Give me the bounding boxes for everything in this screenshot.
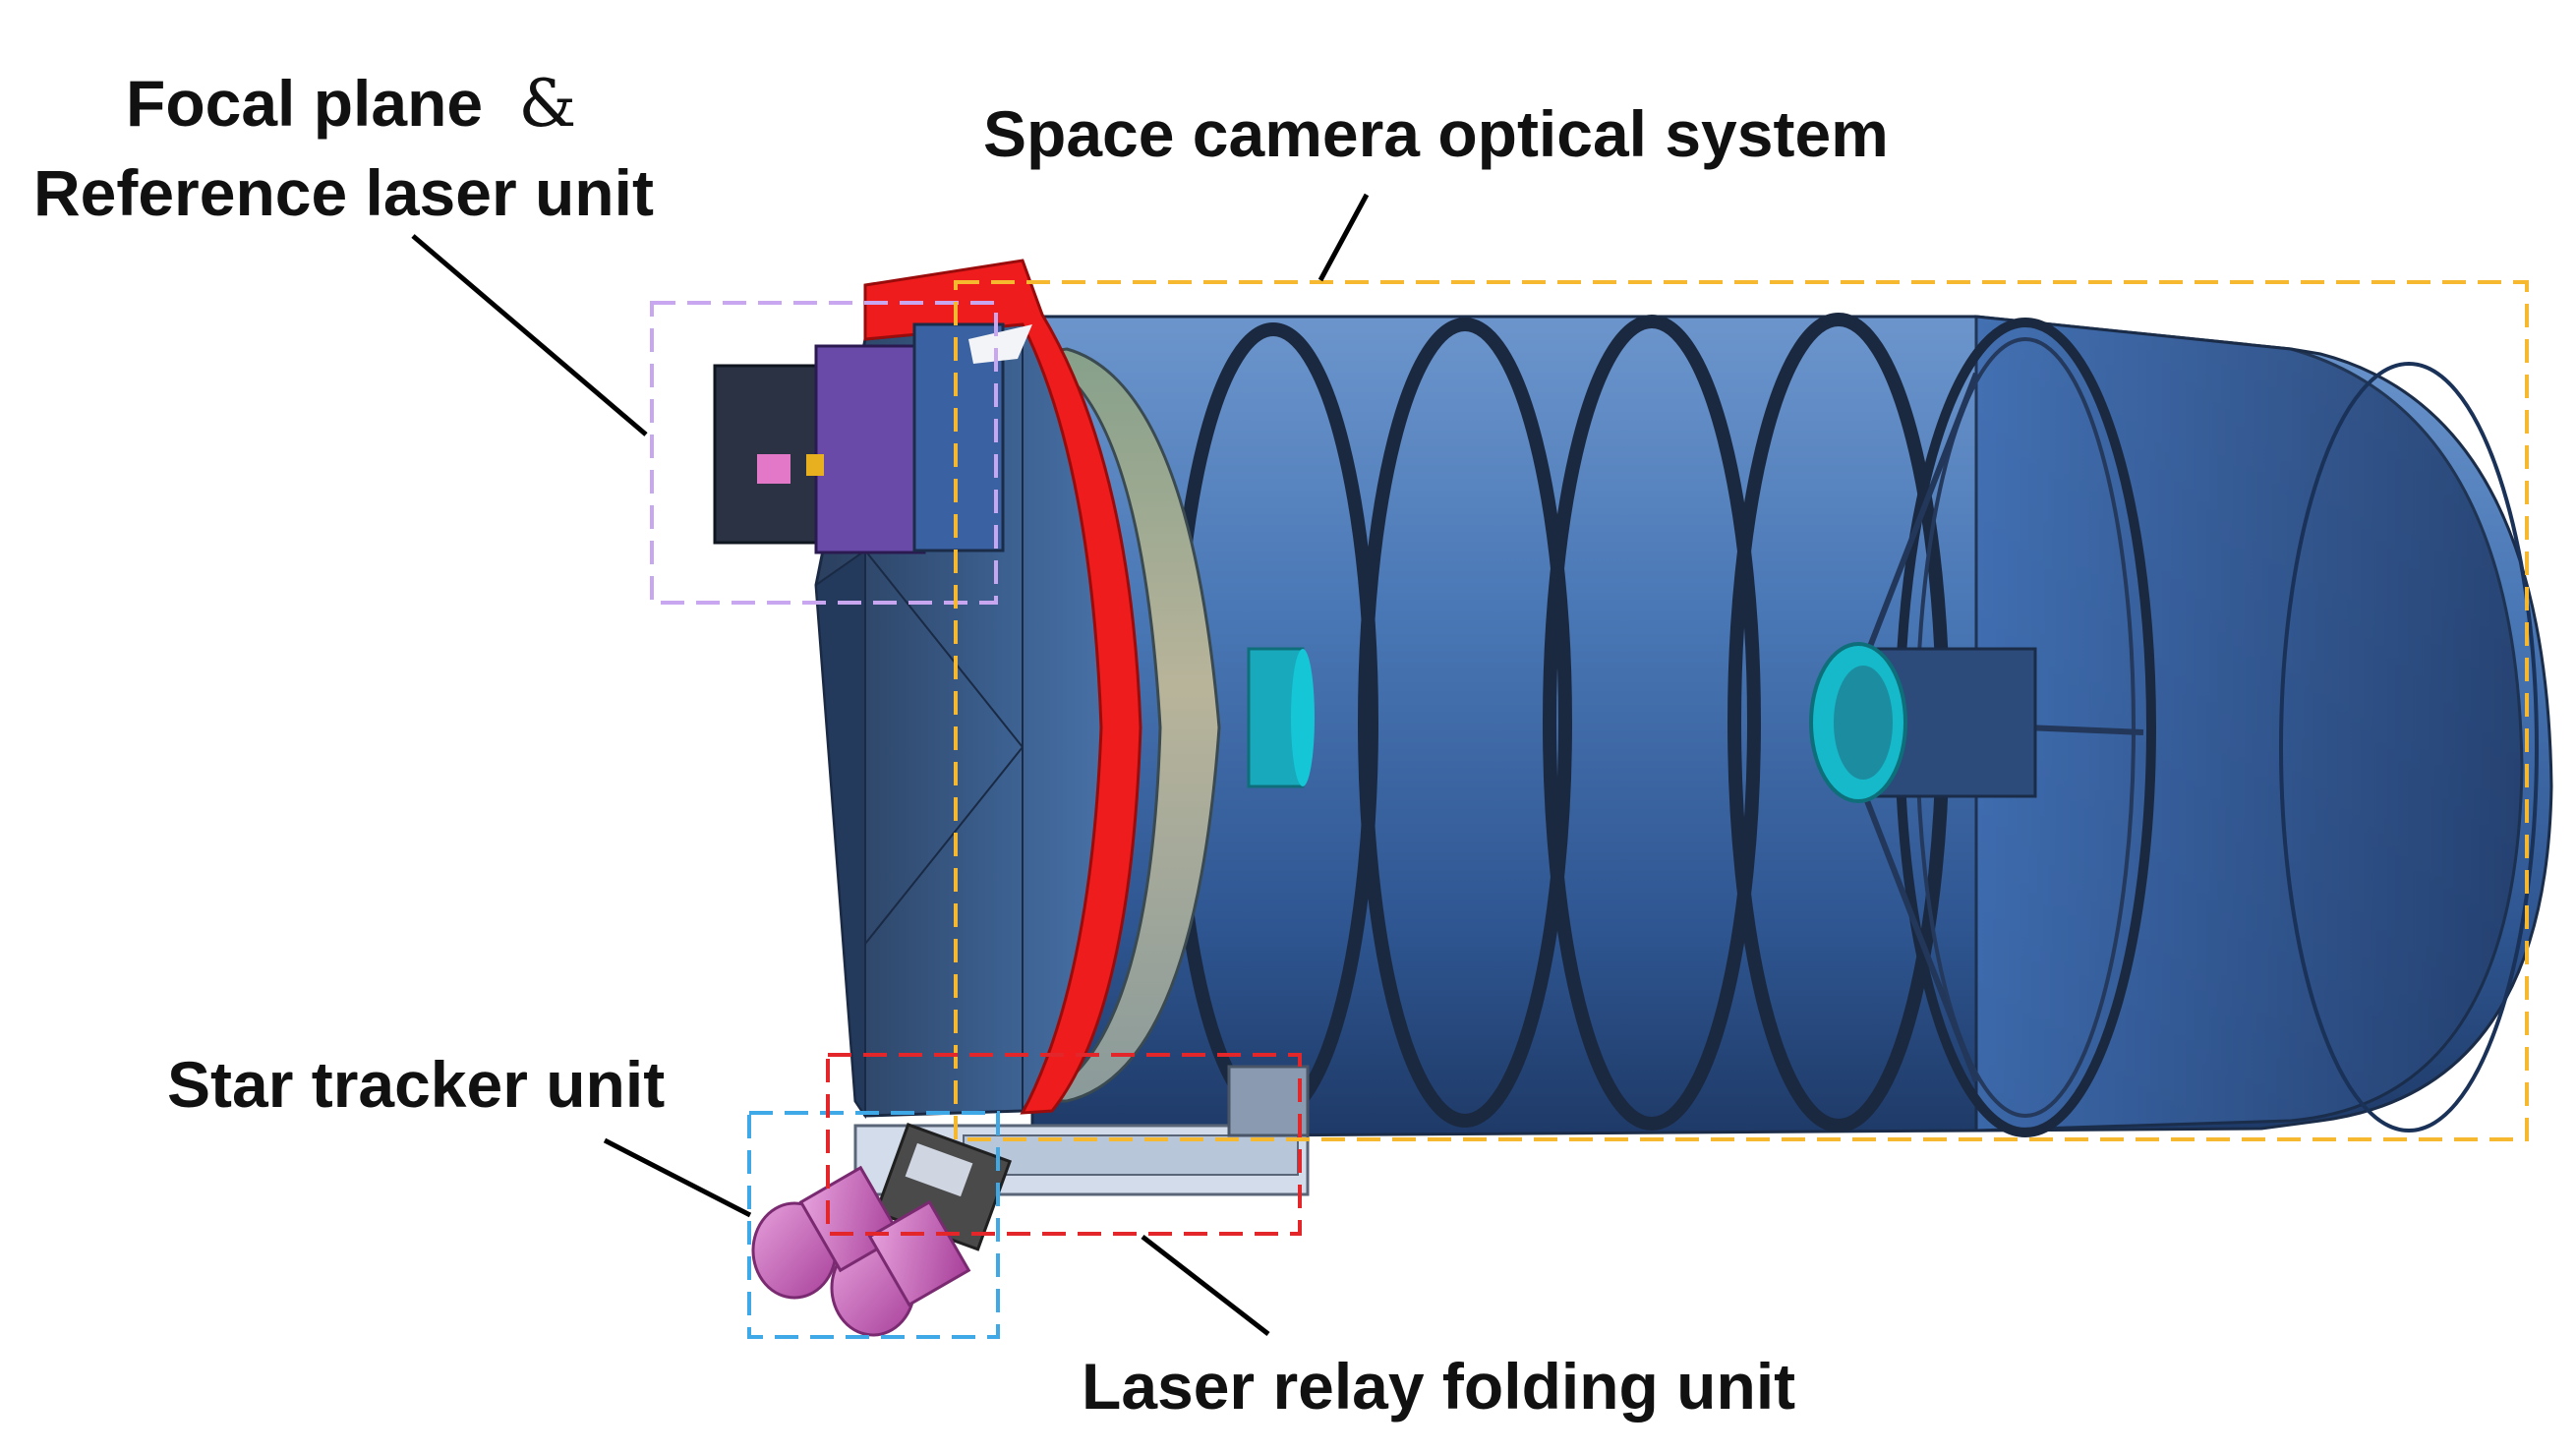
star-tracker-box [747, 1111, 1000, 1339]
barrel-end-rim [2279, 362, 2539, 1133]
housing-left-face [814, 549, 866, 1120]
laser-relay-mount [1227, 1065, 1310, 1137]
reference-laser-label: Reference laser unit [33, 156, 654, 229]
reference-laser-plate [912, 322, 1005, 552]
focal-plane-box [650, 301, 998, 605]
secondary-mirror-inner [1834, 666, 1893, 780]
star-tracker-assembly [751, 1122, 1012, 1337]
star-tracker-leader [603, 1137, 752, 1218]
barrel-end-section [1974, 315, 2524, 1133]
baffle-ring-3 [1543, 315, 1761, 1131]
space-camera-leader [1317, 193, 1370, 282]
focal-plane-label: Focal plane & [126, 71, 576, 137]
ampersand-text: & [518, 66, 577, 142]
focal-plane-purple [814, 344, 926, 554]
housing-line-2 [864, 746, 1024, 945]
focal-plane-text: Focal plane [126, 67, 484, 140]
red-flange [863, 259, 1142, 1115]
primary-hub-face [1291, 649, 1315, 786]
housing-line-1 [864, 550, 1024, 748]
spider-vane-3 [2024, 725, 2144, 735]
space-camera-label: Space camera optical system [983, 97, 1889, 170]
laser-relay-label: Laser relay folding unit [1082, 1350, 1796, 1423]
laser-window [968, 324, 1032, 364]
focal-plane-pink [757, 454, 790, 484]
space-camera-box [954, 280, 2529, 1141]
focal-plane-yellow [806, 454, 824, 476]
star-tracker-label: Star tracker unit [167, 1048, 666, 1121]
focal-plane-leader [411, 234, 648, 436]
baffle-ring-2 [1358, 318, 1572, 1128]
laser-relay-leader [1141, 1235, 1270, 1336]
laser-relay-box [826, 1053, 1302, 1236]
